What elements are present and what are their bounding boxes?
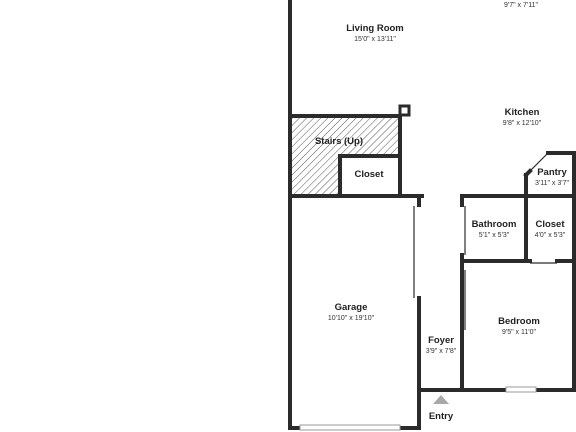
bathroom-label: Bathroom: [472, 219, 517, 230]
stairs-label: Stairs (Up): [315, 136, 363, 147]
living-room-label: Living Room: [346, 23, 404, 34]
pantry-dim: 3'11" x 3'7": [535, 180, 569, 187]
garage-label: Garage: [335, 302, 368, 313]
closet-2-dim: 4'0" x 5'3": [535, 232, 566, 239]
top-right-dim: 9'7" x 7'11": [504, 2, 538, 9]
entry-arrow-icon: [433, 395, 449, 404]
bathroom-dim: 5'1" x 5'3": [479, 232, 510, 239]
foyer-label: Foyer: [428, 335, 454, 346]
closet-2-label: Closet: [535, 219, 565, 230]
foyer-dim: 3'9" x 7'8": [426, 348, 457, 355]
bath-closet-walls: [460, 194, 576, 392]
pantry-walls: [523, 151, 576, 198]
bedroom-label: Bedroom: [498, 316, 540, 327]
garage-door: [299, 424, 401, 431]
stairs-walls: [288, 104, 424, 198]
closet-label: Closet: [354, 169, 384, 180]
kitchen-label: Kitchen: [505, 107, 540, 118]
exterior-walls: [288, 0, 576, 430]
kitchen-dim: 9'8" x 12'10": [503, 120, 542, 127]
entry-label: Entry: [429, 411, 454, 422]
bedroom-window: [505, 386, 537, 393]
bedroom-dim: 9'5" x 11'0": [502, 329, 536, 336]
living-room-dim: 15'0" x 13'11": [354, 36, 396, 43]
pantry-label: Pantry: [537, 167, 567, 178]
garage-walls: [413, 194, 421, 392]
stairs-cutout: [341, 156, 400, 196]
garage-dim: 10'10" x 19'10": [328, 315, 375, 322]
